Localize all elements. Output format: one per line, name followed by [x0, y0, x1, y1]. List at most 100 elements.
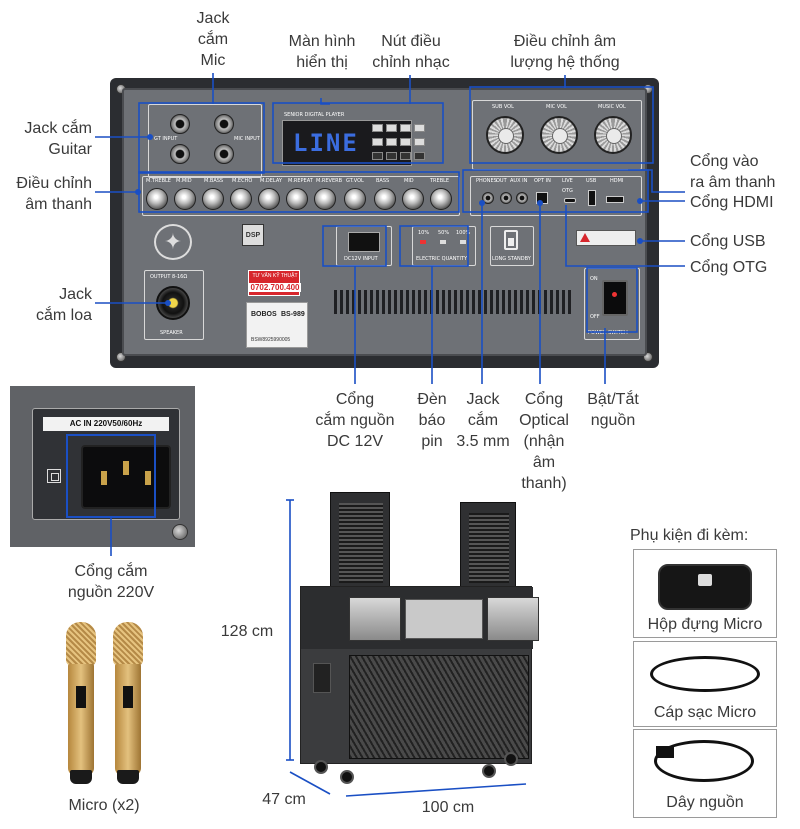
- vent-slot: [454, 290, 457, 314]
- model-plate: BOBOS BS-989 BSW8925990005: [246, 302, 308, 348]
- io-label: OPT IN: [534, 178, 551, 184]
- io-label: OTG: [562, 188, 573, 194]
- accessories-title: Phụ kiện đi kèm:: [630, 527, 749, 544]
- m-treble-knob[interactable]: [146, 188, 168, 210]
- dc-input-label: DC12V INPUT: [344, 256, 378, 262]
- vent-slot: [550, 290, 553, 314]
- music-button[interactable]: [400, 152, 411, 160]
- dc-port[interactable]: [348, 232, 380, 252]
- vent-slot: [466, 290, 469, 314]
- panel-face: GT INPUT MIC INPUT SENIOR DIGITAL PLAYER…: [122, 88, 647, 356]
- accessory-label: Cáp sạc Micro: [653, 704, 757, 721]
- plug-icon: [656, 746, 674, 758]
- screw: [116, 352, 126, 362]
- io-label: USB: [586, 178, 597, 184]
- m-delay-knob[interactable]: [258, 188, 280, 210]
- vent-slot: [376, 290, 379, 314]
- caster-wheel: [340, 770, 354, 784]
- bass-knob[interactable]: [374, 188, 396, 210]
- m-repeat-knob[interactable]: [286, 188, 308, 210]
- control-panel: GT INPUT MIC INPUT SENIOR DIGITAL PLAYER…: [110, 78, 659, 368]
- standby-group: [490, 226, 534, 266]
- caster-wheel: [314, 760, 328, 774]
- music-button[interactable]: [372, 152, 383, 160]
- m-reverb-knob[interactable]: [314, 188, 336, 210]
- mic-jack-1[interactable]: [214, 114, 234, 134]
- callout-otg: Cổng OTG: [690, 259, 768, 276]
- io-label: AUX IN: [510, 178, 528, 184]
- speaker-cabinet: [300, 586, 539, 764]
- output-label: OUTPUT 8-16Ω: [150, 274, 188, 280]
- m-echo-knob[interactable]: [230, 188, 252, 210]
- woofer-grille: [349, 655, 529, 759]
- music-button[interactable]: [400, 124, 411, 132]
- player-title: SENIOR DIGITAL PLAYER: [284, 112, 345, 118]
- power-cord-icon: [654, 740, 754, 782]
- vent-slot: [346, 290, 349, 314]
- ac-highlight-box: [66, 434, 156, 518]
- usb-port[interactable]: [588, 190, 596, 206]
- accessory-label: Dây nguồn: [666, 794, 744, 811]
- dsp-chip-icon: DSP: [242, 224, 264, 246]
- vent-slot: [442, 290, 445, 314]
- m-bass-knob[interactable]: [202, 188, 224, 210]
- phones-jack[interactable]: [482, 192, 494, 204]
- vent-slot: [370, 290, 373, 314]
- vent-slot: [496, 290, 499, 314]
- cabinet-control-panel: [405, 599, 483, 639]
- tone-label: M.ECHO: [232, 178, 253, 184]
- height-label: 128 cm: [220, 623, 274, 640]
- music-button[interactable]: [386, 124, 397, 132]
- battery-led: [440, 240, 446, 244]
- music-button[interactable]: [386, 152, 397, 160]
- music-button[interactable]: [372, 124, 383, 132]
- callout-hdmi: Cổng HDMI: [690, 194, 774, 211]
- vent-slot: [412, 290, 415, 314]
- treble-knob[interactable]: [430, 188, 452, 210]
- ac-socket[interactable]: [81, 445, 171, 509]
- electric-quantity-label: ELECTRIC QUANTITY: [416, 256, 468, 262]
- battery-level-label: 10%: [418, 230, 430, 236]
- mic-input-label: MIC INPUT: [234, 136, 260, 142]
- aux-in-jack[interactable]: [516, 192, 528, 204]
- music-button[interactable]: [414, 124, 425, 132]
- sticker-phone: 0702.700.400: [249, 283, 301, 292]
- vent-slot: [340, 290, 343, 314]
- battery-level-label: 100%: [456, 230, 471, 236]
- gt-vol-knob[interactable]: [344, 188, 366, 210]
- music-button[interactable]: [400, 138, 411, 146]
- guitar-jack-2[interactable]: [170, 144, 190, 164]
- tone-label: M.DELAY: [260, 178, 282, 184]
- music-button[interactable]: [414, 152, 425, 160]
- guitar-jack-1[interactable]: [170, 114, 190, 134]
- screw: [643, 352, 653, 362]
- sub-volume-knob[interactable]: [486, 116, 524, 154]
- out-jack[interactable]: [500, 192, 512, 204]
- music-button[interactable]: [414, 138, 425, 146]
- music-button[interactable]: [372, 138, 383, 146]
- io-label: OUT: [496, 178, 507, 184]
- mic-jack-2[interactable]: [214, 144, 234, 164]
- speaker-label: SPEAKER: [160, 330, 183, 336]
- sub-vol-label: SUB VOL: [492, 104, 514, 110]
- speakon-jack[interactable]: [156, 286, 190, 320]
- m-mid-knob[interactable]: [174, 188, 196, 210]
- music-button[interactable]: [386, 138, 397, 146]
- power-switch[interactable]: [602, 280, 628, 316]
- hdmi-port[interactable]: [606, 196, 624, 203]
- otg-port[interactable]: [564, 198, 576, 203]
- mid-knob[interactable]: [402, 188, 424, 210]
- optical-port[interactable]: [536, 192, 548, 204]
- accessory-charging-cable: Cáp sạc Micro: [633, 641, 777, 727]
- mic-volume-knob[interactable]: [540, 116, 578, 154]
- vent-slot: [508, 290, 511, 314]
- screw: [172, 524, 188, 540]
- vent-slot: [460, 290, 463, 314]
- music-volume-knob[interactable]: [594, 116, 632, 154]
- double-insulation-icon: [47, 469, 61, 483]
- warning-icon: [580, 233, 590, 242]
- serial-number: BSW8925990005: [251, 337, 291, 343]
